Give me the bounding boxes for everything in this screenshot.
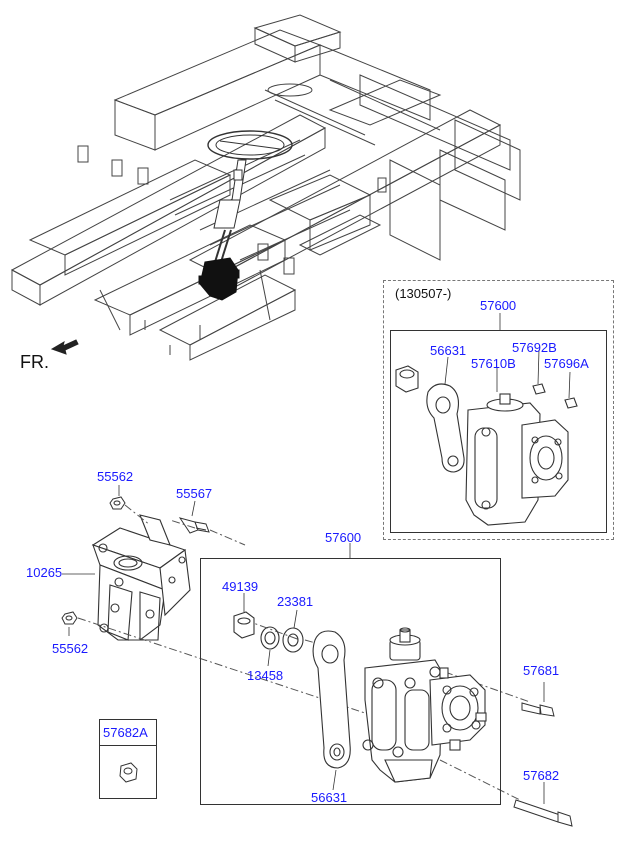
steering-wheel (207, 130, 293, 160)
inset-gear-box (390, 330, 607, 533)
part-label-55562-top[interactable]: 55562 (97, 469, 134, 484)
bolt-55567 (178, 517, 210, 534)
vehicle-frame (10, 14, 521, 361)
main-gear-box (200, 558, 501, 805)
part-label-13458[interactable]: 13458 (247, 668, 284, 683)
date-note: (130507-) (395, 286, 452, 301)
part-label-57610B[interactable]: 57610B (471, 356, 516, 371)
inset-contents (395, 365, 578, 526)
leader-lines (62, 313, 571, 804)
part-label-56631-main[interactable]: 56631 (311, 790, 348, 805)
front-arrow-icon (50, 339, 79, 355)
nut-57682A (119, 762, 138, 783)
part-label-57600-main[interactable]: 57600 (325, 530, 362, 545)
part-label-10265[interactable]: 10265 (26, 565, 63, 580)
part-label-57600-inset[interactable]: 57600 (480, 298, 517, 313)
nut-57682A-box (99, 719, 157, 799)
bolt-57682 (513, 799, 573, 827)
bracket-10265 (91, 514, 191, 641)
bolt-57681 (521, 702, 555, 717)
part-label-57682A[interactable]: 57682A (103, 725, 148, 740)
part-label-55567[interactable]: 55567 (176, 486, 213, 501)
steering-gear-highlight (198, 257, 240, 301)
part-label-23381[interactable]: 23381 (277, 594, 314, 609)
steering-column (213, 159, 247, 263)
part-label-57682[interactable]: 57682 (523, 768, 560, 783)
part-label-57681[interactable]: 57681 (523, 663, 560, 678)
orientation-label: FR. (20, 352, 49, 372)
nut-55562-bottom (61, 611, 78, 625)
main-box-contents (233, 611, 487, 783)
nut-57682A-box-divider (99, 745, 157, 746)
part-label-49139[interactable]: 49139 (222, 579, 259, 594)
part-label-57696A[interactable]: 57696A (544, 356, 589, 371)
part-label-55562-bottom[interactable]: 55562 (52, 641, 89, 656)
part-label-56631-inset[interactable]: 56631 (430, 343, 467, 358)
nut-55562-top (109, 496, 126, 510)
part-label-57692B[interactable]: 57692B (512, 340, 557, 355)
inset-box-130507 (383, 280, 614, 540)
